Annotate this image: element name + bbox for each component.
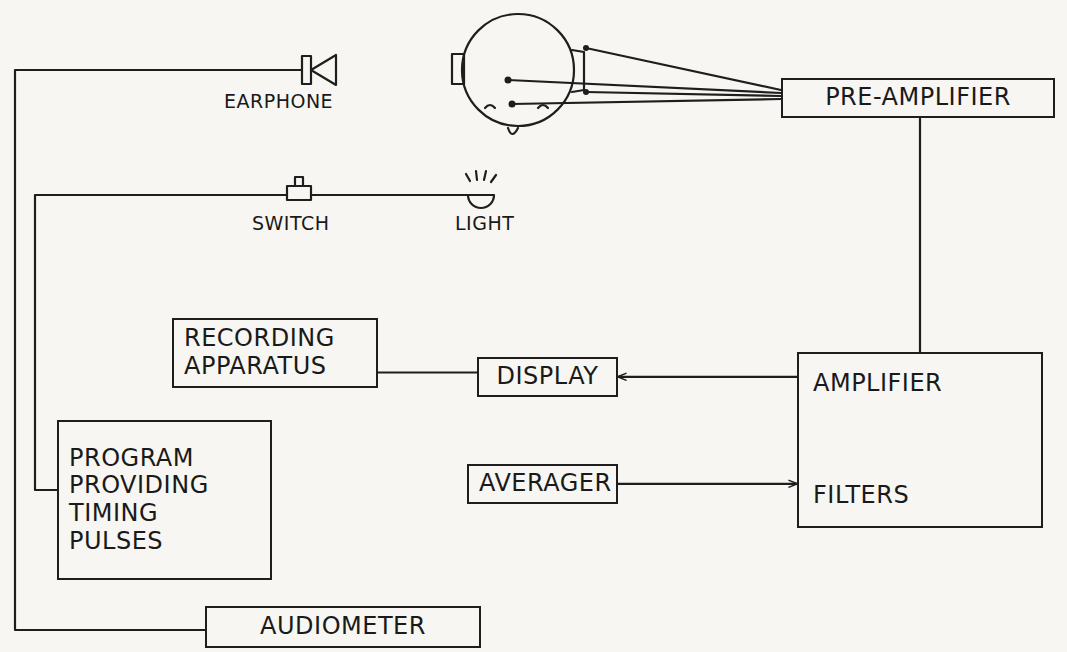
process-box: PRE-AMPLIFIER bbox=[781, 78, 1055, 118]
switch-symbol bbox=[287, 186, 311, 200]
eye-mark bbox=[485, 105, 495, 108]
process-box: PROGRAM PROVIDING TIMING PULSES bbox=[57, 420, 272, 580]
box-label: DISPLAY bbox=[489, 363, 606, 391]
process-box: DISPLAY bbox=[477, 357, 618, 397]
box-label: FILTERS bbox=[813, 482, 1027, 510]
electrode-wire bbox=[586, 48, 781, 90]
component-label: LIGHT bbox=[453, 212, 516, 234]
box-label: PRE-AMPLIFIER bbox=[793, 84, 1043, 112]
nose bbox=[508, 128, 518, 134]
signal-connector bbox=[378, 371, 477, 373]
component-label: EARPHONE bbox=[222, 90, 335, 112]
box-label: AMPLIFIER bbox=[813, 370, 1027, 398]
eye-mark bbox=[538, 105, 548, 108]
electrode-dot bbox=[583, 89, 589, 95]
box-label: AUDIOMETER bbox=[217, 613, 469, 641]
left-ear bbox=[452, 54, 464, 84]
timing-wire bbox=[311, 194, 468, 196]
signal-connector bbox=[618, 376, 797, 378]
signal-connector bbox=[919, 118, 921, 352]
box-label: RECORDING APPARATUS bbox=[184, 325, 366, 380]
process-box: RECORDING APPARATUS bbox=[172, 318, 378, 388]
earphone-symbol bbox=[311, 55, 336, 85]
head-outline bbox=[462, 14, 574, 126]
light-symbol bbox=[468, 195, 494, 208]
box-label: PROGRAM PROVIDING TIMING PULSES bbox=[69, 445, 244, 555]
light-rays bbox=[466, 171, 496, 182]
switch-symbol bbox=[295, 177, 303, 186]
electrode-wire bbox=[508, 80, 781, 93]
process-box: AVERAGER bbox=[467, 464, 618, 504]
electrode-dot bbox=[583, 45, 589, 51]
earphone-symbol bbox=[302, 56, 311, 84]
signal-connector bbox=[618, 483, 797, 485]
component-label: SWITCH bbox=[250, 212, 332, 234]
electrode-dot bbox=[509, 101, 516, 108]
right-ear bbox=[572, 50, 584, 92]
electrode-wire bbox=[512, 99, 781, 104]
box-label: AVERAGER bbox=[479, 470, 606, 498]
electrode-dot bbox=[505, 77, 512, 84]
process-box: AMPLIFIER FILTERS bbox=[797, 352, 1043, 528]
process-box: AUDIOMETER bbox=[205, 606, 481, 648]
